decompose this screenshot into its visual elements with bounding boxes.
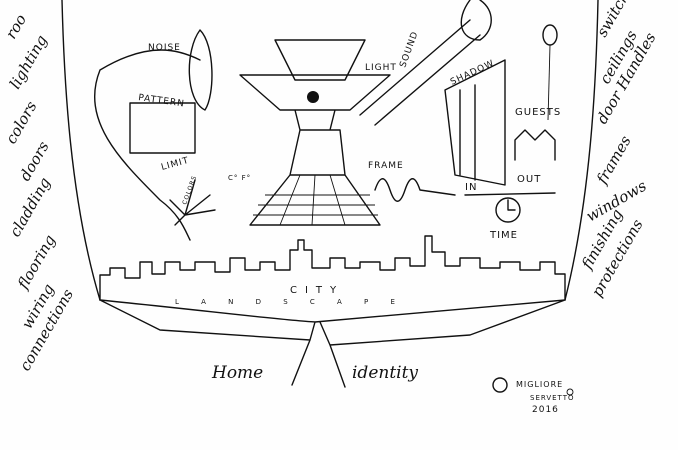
signature-line2: SERVETTO <box>530 394 575 402</box>
balloon-icon <box>542 24 558 46</box>
lamp-icon <box>307 91 319 103</box>
ground-line <box>464 192 556 196</box>
left-word-doors: doors <box>16 138 53 184</box>
window-shadow <box>444 59 506 186</box>
sound-horn <box>359 0 492 126</box>
pattern-panel <box>129 102 196 154</box>
label-limit: LIMIT <box>160 156 190 173</box>
label-temperature: C° F° <box>228 174 251 182</box>
label-out: OUT <box>517 174 541 185</box>
right-word-frames: frames <box>592 132 634 188</box>
grid-floor <box>253 174 378 226</box>
label-light: LIGHT <box>365 63 397 73</box>
clock-hands <box>507 199 516 211</box>
balloon-string <box>547 44 551 121</box>
guests-silhouette <box>514 129 556 161</box>
label-landscape: L A N D S C A P E <box>175 298 405 306</box>
label-time: TIME <box>489 230 518 241</box>
label-pattern: PATTERN <box>138 93 186 109</box>
vessel-outline-right <box>564 0 599 301</box>
signature-line1: MIGLIORE <box>516 380 563 389</box>
left-word-flooring: flooring <box>13 232 59 293</box>
label-frame: FRAME <box>368 161 404 171</box>
noise-horn <box>94 29 213 241</box>
label-identity: identity <box>352 363 418 383</box>
central-tower <box>239 39 391 226</box>
label-home: Home <box>211 363 263 383</box>
label-guests: GUESTS <box>515 107 561 118</box>
city-skyline <box>99 235 566 301</box>
left-word-colors: colors <box>2 98 41 147</box>
human-figure <box>99 299 566 388</box>
label-noise: NOISE <box>148 43 181 53</box>
label-colors: COLORS <box>181 174 198 205</box>
label-sound: SOUND <box>398 30 420 69</box>
label-shadow: SHADOW <box>449 59 496 88</box>
left-word-roof: roo <box>2 11 30 42</box>
signature-logo: MIGLIORE SERVETTO 2016 <box>492 377 575 415</box>
signature-year: 2016 <box>532 405 559 415</box>
vessel-outline-left <box>61 0 101 301</box>
clock-icon <box>495 197 521 223</box>
label-in: IN <box>465 182 477 193</box>
left-word-lighting: lighting <box>6 32 51 92</box>
color-fan <box>169 179 216 226</box>
label-city: CITY <box>290 285 344 296</box>
radiator <box>374 178 456 202</box>
